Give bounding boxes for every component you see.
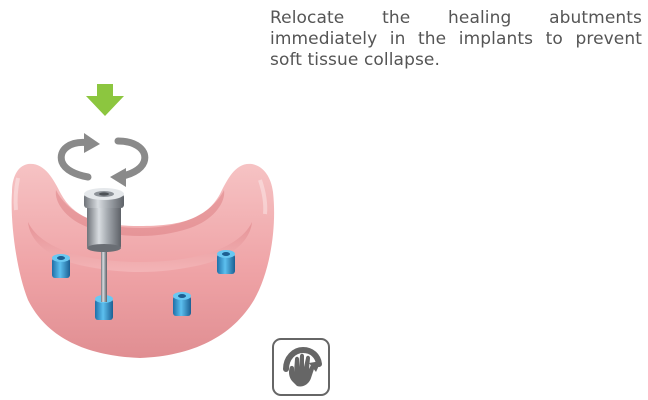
implant-left-back	[52, 254, 70, 278]
rotate-arrows-icon	[61, 141, 145, 177]
implant-illustration	[0, 80, 280, 370]
rotate-arrowhead-right	[110, 168, 126, 187]
down-arrow-icon	[86, 84, 124, 116]
implant-right-back	[217, 250, 235, 274]
implant-right-front	[173, 292, 191, 316]
hand-rotate-icon	[272, 338, 330, 396]
rotate-arrowhead-left	[84, 133, 100, 153]
instruction-text: Relocate the healing abutments immediate…	[270, 8, 642, 71]
